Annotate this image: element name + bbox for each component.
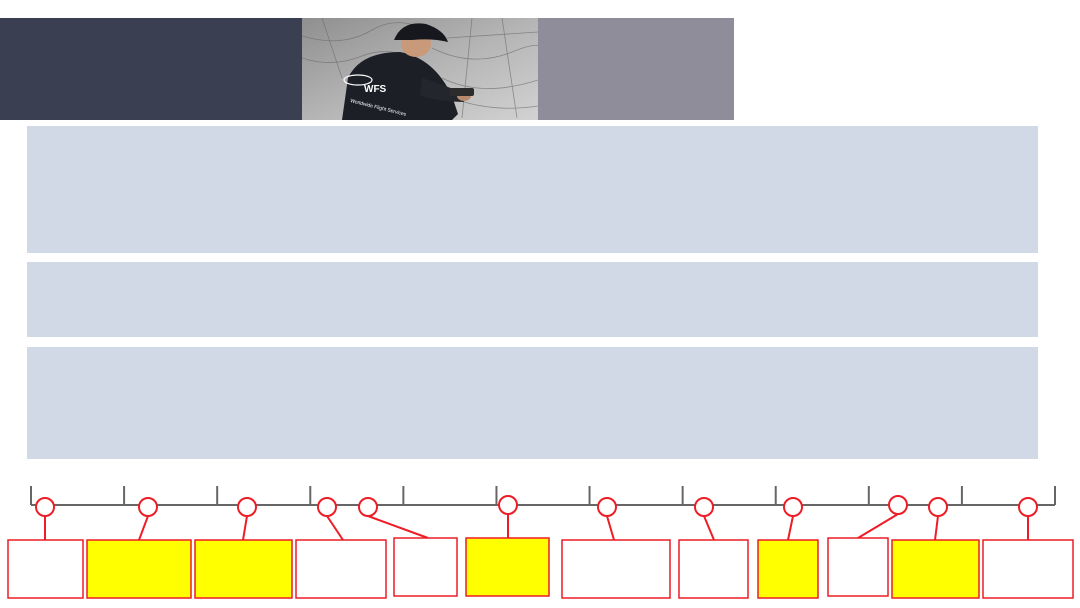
highlighted-callout-box [891,539,980,599]
timeline-marker [358,497,378,517]
callout-connector [606,515,615,541]
highlighted-callout-box [757,539,819,599]
callout-connector [787,515,794,541]
content-block-2 [27,262,1038,337]
highlighted-callout-box [194,539,293,599]
callout-box [678,539,749,599]
callout-connector [326,515,344,541]
timeline-marker [498,495,518,515]
content-block-3 [27,347,1038,459]
callout-connector [934,515,939,541]
banner-gray-panel [538,18,734,120]
callout-connector [138,515,149,541]
callout-box [295,539,387,599]
worker-photo-illustration: WFS Worldwide Flight Services [302,18,538,120]
timeline-marker [597,497,617,517]
callout-box [561,539,671,599]
timeline-marker [237,497,257,517]
wfs-logo-text: WFS [364,84,387,95]
timeline-marker [888,495,908,515]
timeline-marker [35,497,55,517]
banner-photo: WFS Worldwide Flight Services [302,18,538,120]
callout-connector [857,513,899,539]
highlighted-callout-box [465,537,550,597]
timeline-diagram [7,486,1074,599]
callout-connector [703,515,715,541]
timeline-marker [1018,497,1038,517]
callout-box [827,537,889,597]
callout-box [982,539,1074,599]
callout-box [7,539,84,599]
banner-dark-panel [0,18,302,120]
callout-connector [367,515,429,539]
timeline-marker [928,497,948,517]
callout-box [393,537,458,597]
timeline-marker [694,497,714,517]
highlighted-callout-box [86,539,192,599]
content-block-1 [27,126,1038,253]
timeline-marker [783,497,803,517]
timeline-marker [317,497,337,517]
timeline-marker [138,497,158,517]
callout-connector [242,515,248,541]
